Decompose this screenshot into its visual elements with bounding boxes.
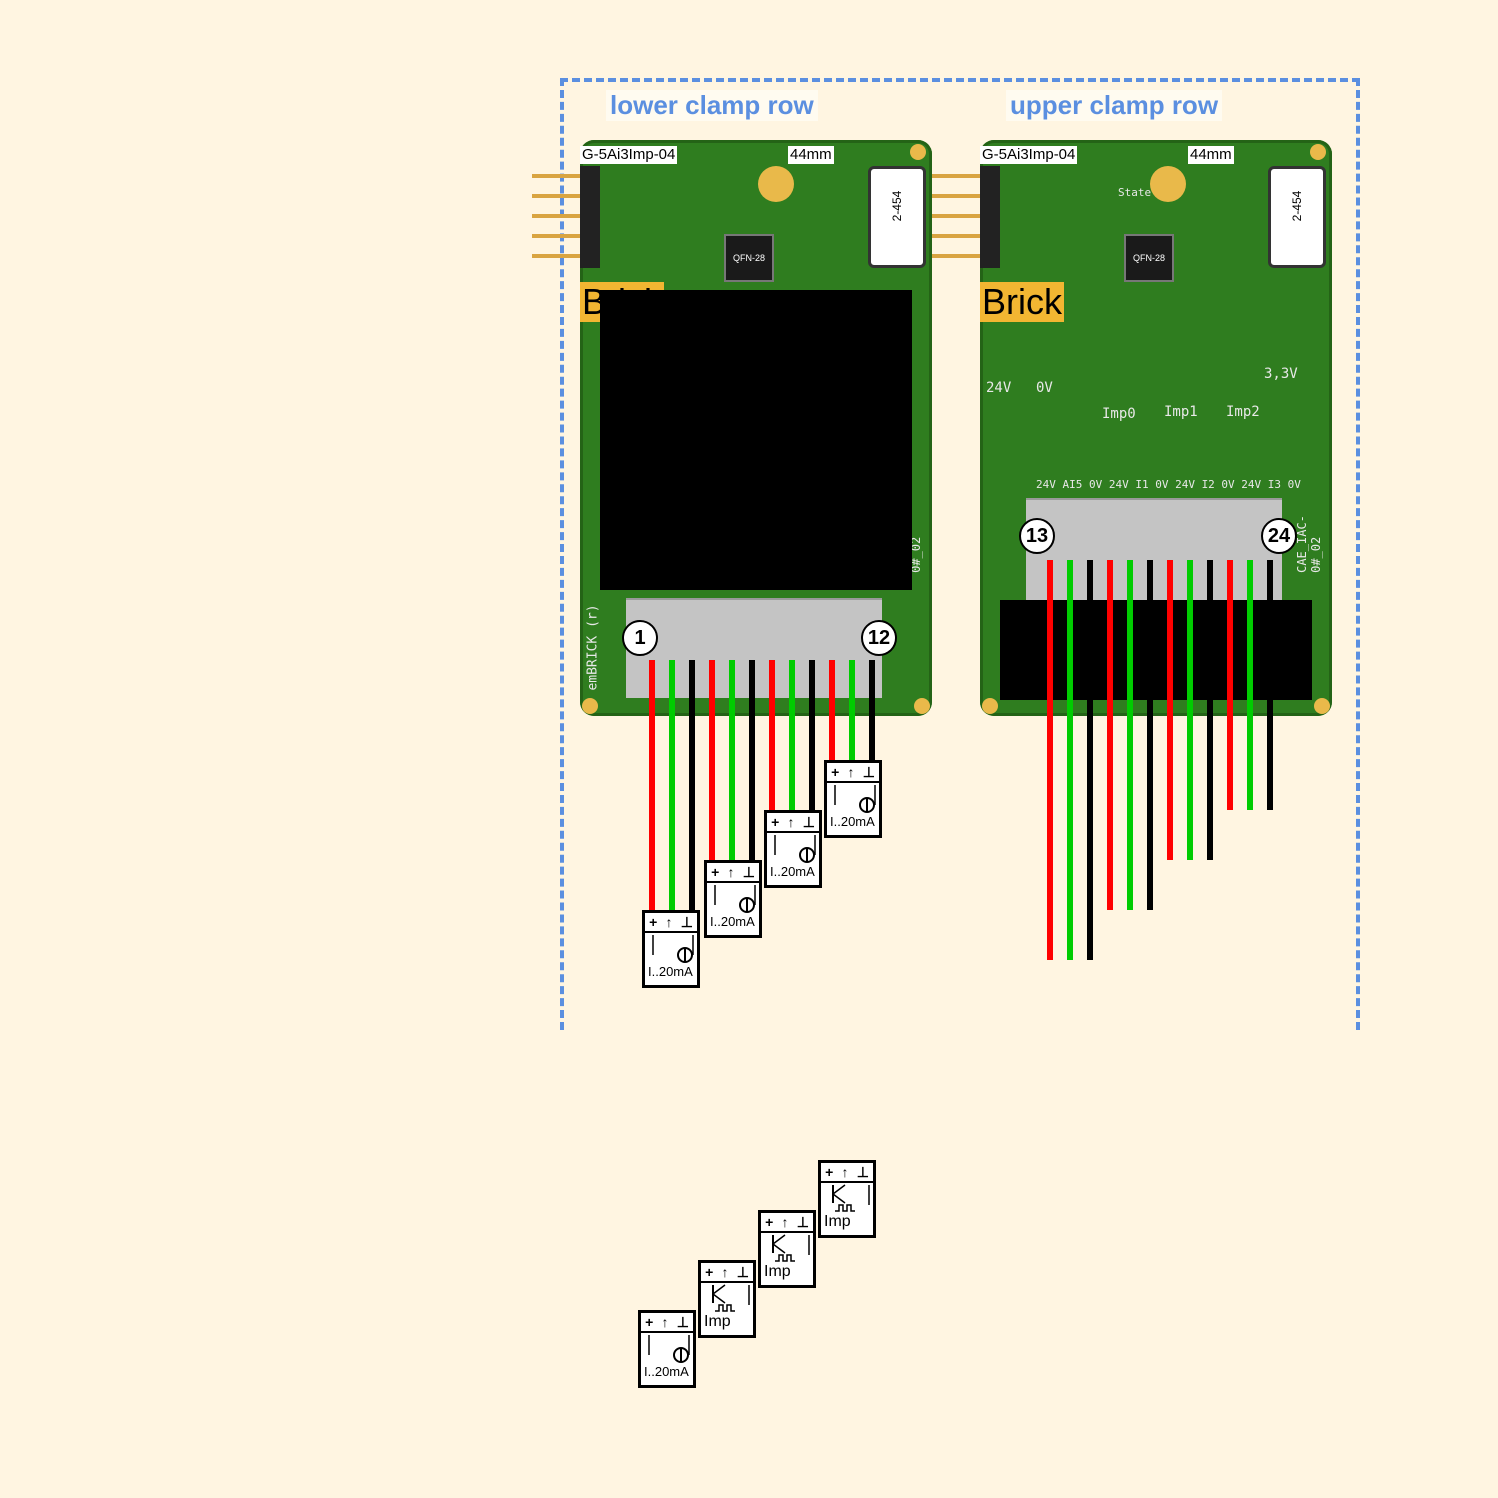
current-sensor: +↑⊥ I..20mA [638, 1310, 696, 1388]
upper-clamp-row-label: upper clamp row [1006, 90, 1223, 121]
sensor-label: Imp [824, 1213, 851, 1230]
corner-pad [1310, 144, 1326, 160]
sensor-label: I..20mA [648, 964, 693, 979]
sensor-label: I..20mA [644, 1364, 689, 1379]
v0-silkscreen: 0V [1036, 380, 1053, 396]
lower-clamp-row-label: lower clamp row [606, 90, 818, 121]
lower-row-wires [649, 660, 875, 912]
clamp-row-frame [560, 78, 1360, 1030]
corner-pad [982, 698, 998, 714]
module-box: 2-454 [868, 166, 926, 268]
corner-pad [910, 144, 926, 160]
imp0-silkscreen: Imp0 [1102, 406, 1136, 422]
imp1-silkscreen: Imp1 [1164, 404, 1198, 420]
pulse-sensor: +↑⊥ Imp [758, 1210, 816, 1288]
terminal-number-start: 1 [622, 620, 658, 656]
current-sensor-icon [648, 1335, 690, 1363]
pin-header [980, 166, 1000, 268]
pulse-sensor: +↑⊥ Imp [818, 1160, 876, 1238]
sensor-label: I..20mA [710, 914, 755, 929]
sensor-label: Imp [704, 1313, 731, 1330]
redacted-area [600, 290, 912, 590]
sensor-label: Imp [764, 1263, 791, 1280]
imp2-silkscreen: Imp2 [1226, 404, 1260, 420]
terminal-number-end: 12 [861, 620, 897, 656]
sensor-label: I..20mA [770, 864, 815, 879]
v33-silkscreen: 3,3V [1264, 366, 1298, 382]
current-sensor: +↑⊥ I..20mA [642, 910, 700, 988]
brick-label: Brick [980, 281, 1064, 322]
current-sensor-icon [714, 885, 756, 913]
pulse-transistor-icon [832, 1184, 870, 1212]
qfn-chip: QFN-28 [1124, 234, 1174, 282]
corner-pad [914, 698, 930, 714]
part-label: G-5Ai3Imp-04 [580, 146, 678, 164]
mounting-pad [758, 166, 794, 202]
size-label: 44mm [1188, 146, 1234, 164]
current-sensor: +↑⊥ I..20mA [764, 810, 822, 888]
mounting-pad [1150, 166, 1186, 202]
pulse-transistor-icon [772, 1234, 810, 1262]
pin-header [580, 166, 600, 268]
pulse-sensor: +↑⊥ Imp [698, 1260, 756, 1338]
current-sensor: +↑⊥ I..20mA [704, 860, 762, 938]
corner-pad [1314, 698, 1330, 714]
terminal-number-end: 24 [1261, 518, 1297, 554]
corner-pad [582, 698, 598, 714]
upper-row-wires [1047, 560, 1273, 960]
module-box: 2-454 [1268, 166, 1326, 268]
current-sensor-icon [652, 935, 694, 963]
terminal-number-start: 13 [1019, 518, 1055, 554]
qfn-chip: QFN-28 [724, 234, 774, 282]
size-label: 44mm [788, 146, 834, 164]
current-sensor: +↑⊥ I..20mA [824, 760, 882, 838]
current-sensor-icon [834, 785, 876, 813]
pin-labels-silkscreen: 24V AI5 0V 24V I1 0V 24V I2 0V 24V I3 0V [1036, 478, 1301, 491]
v24-silkscreen: 24V [986, 380, 1012, 396]
part-label: G-5Ai3Imp-04 [980, 146, 1078, 164]
pulse-transistor-icon [712, 1284, 750, 1312]
current-sensor-icon [774, 835, 816, 863]
state-silkscreen: State [1118, 186, 1152, 199]
sensor-label: I..20mA [830, 814, 875, 829]
